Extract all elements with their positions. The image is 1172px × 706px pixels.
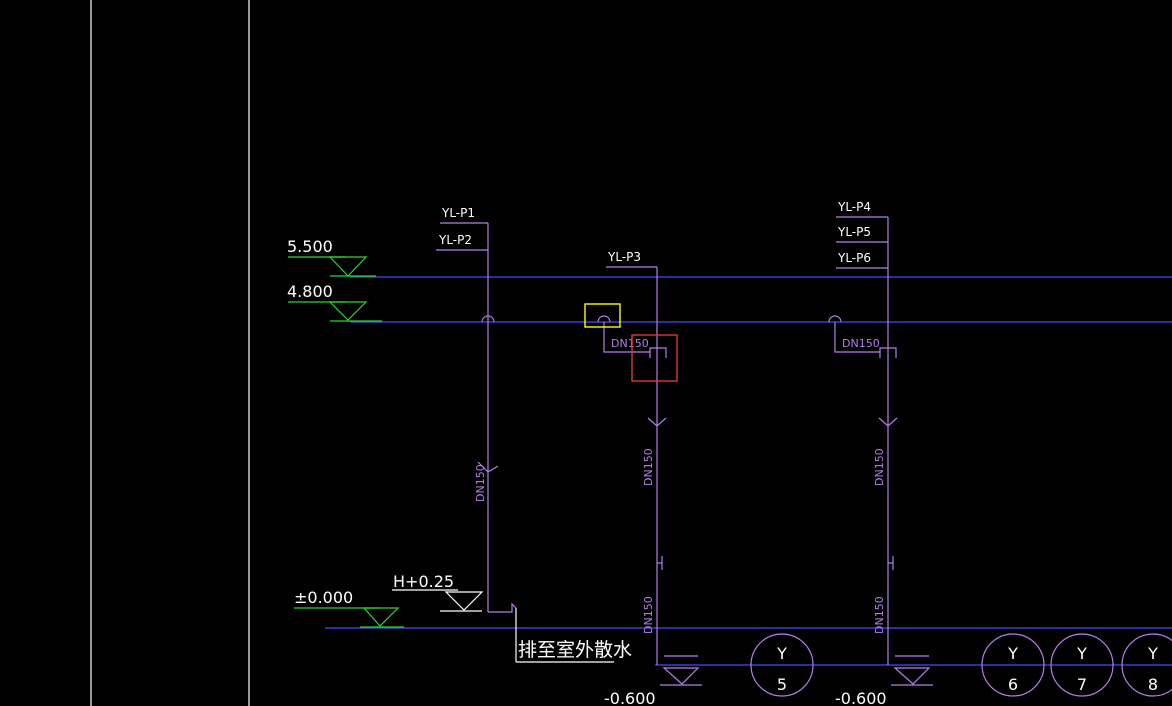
pipe-label-p2: YL-P2 — [438, 233, 472, 247]
pipe-riser-p1-p2[interactable]: YL-P1 YL-P2 DN150 — [436, 206, 517, 613]
level-marker-base-left: -0.600 — [604, 655, 702, 706]
level-text-upper: 4.800 — [287, 282, 333, 301]
pipe-label-p1: YL-P1 — [441, 206, 475, 220]
level-marker-outlet: H+0.25 — [392, 572, 484, 612]
pipe-size-f: DN150 — [873, 448, 886, 486]
pipe-size-d: DN150 — [642, 596, 655, 634]
grid-bubble-letter: Y — [1007, 644, 1018, 663]
level-marker-roof: 5.500 — [287, 237, 376, 277]
level-marker-base-right: -0.600 — [835, 655, 933, 706]
pipe-size-b: DN150 — [611, 337, 649, 350]
grid-bubble-number: 5 — [777, 675, 787, 694]
selection-box-red[interactable] — [631, 334, 678, 382]
grid-bubble-8[interactable]: Y 8 — [1121, 633, 1172, 697]
level-marker-ground: ±0.000 — [294, 588, 404, 628]
pipe-riser-p4-p6[interactable]: YL-P4 YL-P5 YL-P6 DN150 DN150 DN150 — [828, 200, 898, 665]
pipe-label-p3: YL-P3 — [607, 250, 641, 264]
level-text-ground: ±0.000 — [294, 588, 353, 607]
grid-bubble-letter: Y — [1076, 644, 1087, 663]
selection-box-yellow[interactable] — [584, 303, 621, 328]
level-text-roof: 5.500 — [287, 237, 333, 256]
level-text-base-left: -0.600 — [604, 689, 656, 706]
pipe-label-p6: YL-P6 — [837, 251, 871, 265]
grid-bubble-letter: Y — [776, 644, 787, 663]
grid-bubble-letter: Y — [1147, 644, 1158, 663]
pipe-size-e: DN150 — [842, 337, 880, 350]
grid-bubble-7[interactable]: Y 7 — [1050, 633, 1114, 697]
level-text-base-right: -0.600 — [835, 689, 887, 706]
pipe-label-p4: YL-P4 — [837, 200, 871, 214]
grid-bubble-number: 7 — [1077, 675, 1087, 694]
grid-bubble-5[interactable]: Y 5 — [750, 633, 814, 697]
grid-bubble-6[interactable]: Y 6 — [981, 633, 1045, 697]
pipe-size-a: DN150 — [474, 464, 487, 502]
pipe-riser-p3[interactable]: YL-P3 DN150 DN150 DN150 — [597, 250, 667, 665]
pipe-size-c: DN150 — [642, 448, 655, 486]
discharge-note-text: 排至室外散水 — [518, 639, 632, 661]
level-marker-upper: 4.800 — [287, 282, 382, 322]
pipe-size-g: DN150 — [873, 596, 886, 634]
discharge-note: 排至室外散水 — [515, 608, 632, 663]
level-text-outlet: H+0.25 — [393, 572, 454, 591]
grid-bubble-number: 6 — [1008, 675, 1018, 694]
grid-bubble-number: 8 — [1148, 675, 1158, 694]
pipe-label-p5: YL-P5 — [837, 225, 871, 239]
